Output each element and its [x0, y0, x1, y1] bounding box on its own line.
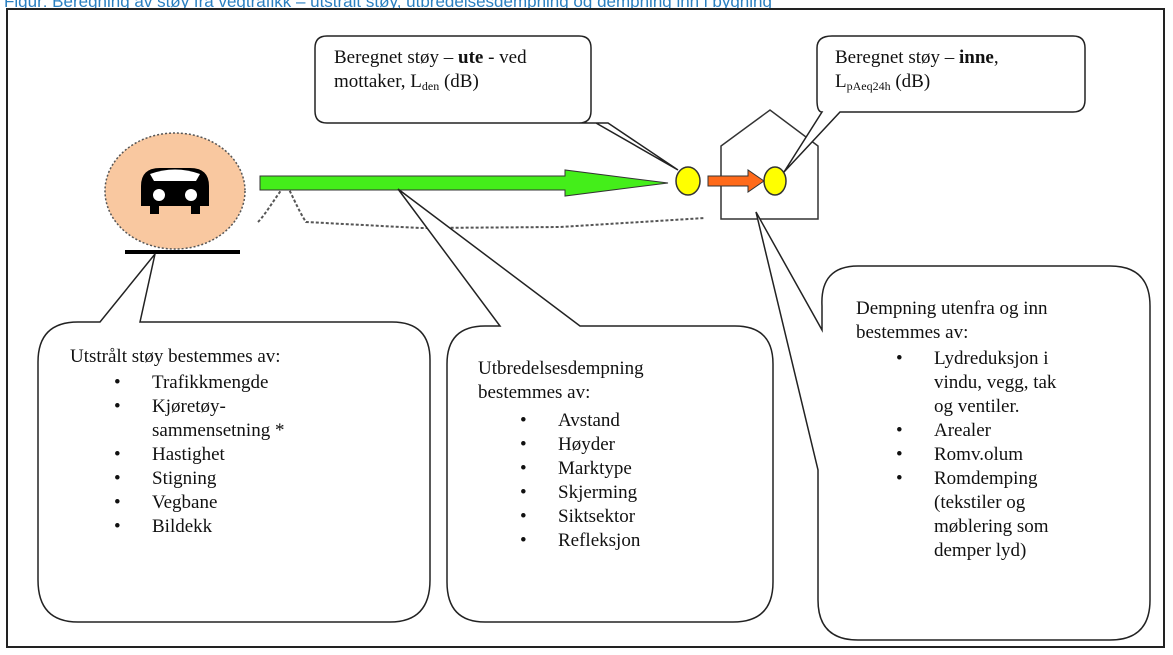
insulation-content: Dempning utenfra og inn bestemmes av: Ly…: [856, 297, 1146, 563]
insulation-list: Lydreduksjon i vindu, vegg, tak og venti…: [890, 347, 1146, 563]
callout-indoor-symbol: L: [835, 71, 847, 92]
callout-indoor-subscript: pAeq24h: [846, 79, 891, 93]
receiver-point-indoor: [763, 166, 787, 196]
list-item: Trafikkmengde: [108, 371, 410, 395]
callout-outdoor-bubble: [314, 35, 679, 171]
propagation-heading: Utbredelsesdempning bestemmes av:: [478, 358, 644, 403]
list-item: Refleksjon: [514, 529, 758, 553]
callout-outdoor-subscript: den: [421, 79, 440, 93]
figure-caption: Figur: Beregning av støy fra vegtrafikk …: [0, 0, 1173, 14]
list-item: Avstand: [514, 409, 758, 433]
list-item: Hastighet: [108, 443, 410, 467]
insulation-arrow: [707, 169, 765, 193]
list-item: Skjerming: [514, 481, 758, 505]
callout-indoor-bold: inne: [959, 47, 994, 68]
figure-caption-text: Figur: Beregning av støy fra vegtrafikk …: [4, 0, 772, 11]
callout-outdoor-suffix: - ved mottaker, L: [334, 47, 527, 92]
callout-indoor-prefix: Beregnet støy –: [835, 47, 960, 68]
callout-outdoor-bold: ute: [458, 47, 484, 68]
list-item: Romv.olum: [890, 443, 1146, 467]
callout-outdoor-text: Beregnet støy – ute - ved mottaker, Lden…: [334, 46, 584, 98]
terrain-line: [257, 182, 706, 230]
list-item: Siktsektor: [514, 505, 758, 529]
list-item: Bildekk: [108, 515, 410, 539]
list-item: Arealer: [890, 419, 1146, 443]
receiver-point-outdoor: [675, 166, 701, 196]
vehicle-icon: [141, 168, 209, 214]
list-item: Romdemping (tekstiler og møblering som d…: [890, 467, 1146, 563]
list-item: Marktype: [514, 457, 758, 481]
insulation-heading: Dempning utenfra og inn bestemmes av:: [856, 298, 1048, 343]
callout-outdoor-prefix: Beregnet støy –: [334, 47, 459, 68]
list-item: Lydreduksjon i vindu, vegg, tak og venti…: [890, 347, 1146, 419]
propagation-list: Avstand Høyder Marktype Skjerming Siktse…: [514, 409, 758, 553]
propagation-content: Utbredelsesdempning bestemmes av: Avstan…: [478, 357, 758, 553]
list-item: Kjøretøy- sammensetning *: [108, 395, 410, 443]
emission-list: Trafikkmengde Kjøretøy- sammensetning * …: [108, 371, 410, 539]
callout-outdoor-unit: (dB): [439, 71, 479, 92]
callout-indoor-suffix: ,: [993, 47, 999, 68]
callout-indoor-unit: (dB): [890, 71, 931, 92]
list-item: Stigning: [108, 467, 410, 491]
propagation-arrow: [259, 169, 669, 197]
list-item: Vegbane: [108, 491, 410, 515]
house-outline: [720, 109, 819, 220]
emission-content: Utstrålt støy bestemmes av: Trafikkmengd…: [70, 345, 410, 539]
callout-indoor-text: Beregnet støy – inne, LpAeq24h (dB): [835, 46, 1075, 98]
emission-heading: Utstrålt støy bestemmes av:: [70, 346, 281, 367]
list-item: Høyder: [514, 433, 758, 457]
callout-indoor-bubble: [783, 35, 1086, 173]
